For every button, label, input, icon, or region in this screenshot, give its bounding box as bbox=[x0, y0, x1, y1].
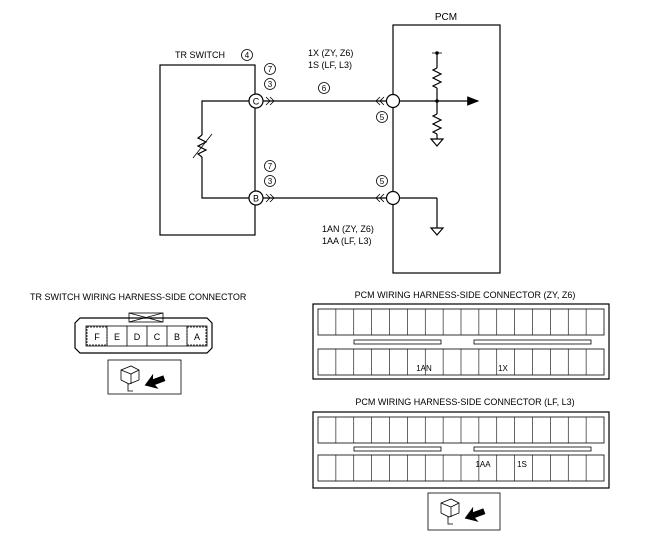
tr-switch-label: TR SWITCH bbox=[175, 50, 225, 60]
ref-circle-b-top bbox=[264, 160, 276, 172]
ref-number-c-top: 7 bbox=[268, 65, 273, 74]
pcm-lf-pin-1aa: 1AA bbox=[475, 460, 491, 469]
pcm-connector-zy-grid bbox=[317, 308, 605, 376]
ref-number-b-bottom: 3 bbox=[268, 177, 273, 186]
tr-pin-e: E bbox=[114, 332, 120, 342]
harness-wires: 6 bbox=[263, 82, 387, 203]
ref-circle-pcm-upper bbox=[376, 111, 388, 123]
tr-connector-latch bbox=[128, 312, 164, 323]
tr-pin-f: F bbox=[94, 332, 100, 342]
pcm-pulldown-resistor-icon bbox=[431, 113, 443, 135]
pcm-pin-upper-label-1: 1X (ZY, Z6) bbox=[308, 48, 353, 58]
pcm-block: PCM 1X (ZY, Z6) 1S (LF, L3) 1AN (ZY, Z6)… bbox=[308, 12, 501, 274]
variable-resistor-arrow-icon bbox=[192, 133, 213, 159]
ref-circle-pcm-lower bbox=[376, 175, 388, 187]
pcm-pin-lower-label-2: 1AA (LF, L3) bbox=[322, 236, 372, 246]
connector-view-icon bbox=[107, 359, 182, 395]
ref-circle-c-top bbox=[264, 63, 276, 75]
tr-pin-b: B bbox=[174, 332, 180, 342]
pcm-connector-lf-title: PCM WIRING HARNESS-SIDE CONNECTOR (LF, L… bbox=[355, 397, 574, 407]
pcm-box bbox=[392, 24, 501, 274]
tr-connector-section: TR SWITCH WIRING HARNESS-SIDE CONNECTOR … bbox=[30, 292, 247, 395]
ref-number-wire-mid: 6 bbox=[322, 84, 327, 93]
tr-switch-block: TR SWITCH 4 C B 7 3 7 3 bbox=[159, 49, 276, 236]
pcm-connector-zy-body bbox=[312, 303, 610, 380]
pcm-connector-zy-title: PCM WIRING HARNESS-SIDE CONNECTOR (ZY, Z… bbox=[355, 290, 576, 300]
tr-pin-d: D bbox=[134, 332, 141, 342]
pcm-pullup-resistor-icon bbox=[431, 67, 443, 89]
variable-resistor-icon bbox=[196, 134, 208, 158]
ref-number-c-bottom: 3 bbox=[268, 80, 273, 89]
pcm-zy-key-left bbox=[353, 339, 442, 345]
pcm-lf-key-left bbox=[353, 446, 442, 452]
ref-number-tr-switch: 4 bbox=[245, 51, 250, 60]
pcm-upper-terminal bbox=[385, 93, 401, 109]
pcm-zy-key-right bbox=[473, 339, 592, 345]
pcm-lower-terminal bbox=[385, 190, 401, 206]
ref-circle-wire-mid bbox=[318, 82, 330, 94]
pcm-pin-lower-label-1: 1AN (ZY, Z6) bbox=[322, 224, 374, 234]
ref-circle-tr-switch bbox=[241, 49, 253, 61]
tr-pin-a: A bbox=[194, 332, 200, 342]
pcm-connector-view-icon bbox=[427, 492, 501, 531]
pcm-label: PCM bbox=[435, 12, 457, 23]
pcm-lf-key-right bbox=[473, 446, 592, 452]
pcm-connector-lf-grid bbox=[317, 416, 605, 482]
pcm-ground-icon-upper bbox=[429, 138, 445, 147]
ref-number-pcm-upper: 5 bbox=[380, 113, 385, 122]
pcm-lf-pin-1s: 1S bbox=[517, 460, 527, 469]
tr-switch-box bbox=[159, 64, 256, 236]
pcm-connector-lf-body bbox=[312, 411, 610, 489]
ref-number-pcm-lower: 5 bbox=[380, 177, 385, 186]
tr-terminal-b-label: B bbox=[253, 194, 259, 204]
ref-circle-b-bottom bbox=[264, 175, 276, 187]
tr-connector-title: TR SWITCH WIRING HARNESS-SIDE CONNECTOR bbox=[30, 292, 247, 302]
pcm-connector-zy-section: PCM WIRING HARNESS-SIDE CONNECTOR (ZY, Z… bbox=[312, 290, 610, 380]
ref-number-b-top: 7 bbox=[268, 162, 273, 171]
pcm-zy-pin-1an: 1AN bbox=[416, 364, 432, 373]
tr-terminal-c-label: C bbox=[253, 97, 260, 107]
ref-circle-c-bottom bbox=[264, 78, 276, 90]
tr-connector-body bbox=[74, 317, 213, 354]
pcm-connector-lf-section: PCM WIRING HARNESS-SIDE CONNECTOR (LF, L… bbox=[312, 397, 610, 531]
pcm-zy-pin-1x: 1X bbox=[498, 364, 508, 373]
pcm-ground-icon-lower bbox=[429, 227, 445, 236]
pcm-pin-upper-label-2: 1S (LF, L3) bbox=[308, 60, 352, 70]
tr-pin-c: C bbox=[154, 332, 161, 342]
